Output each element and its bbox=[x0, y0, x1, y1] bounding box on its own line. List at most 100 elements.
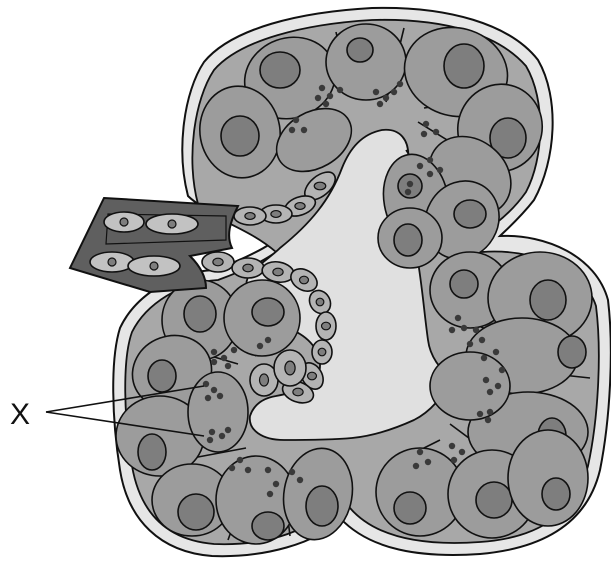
granule bbox=[245, 467, 251, 473]
granule bbox=[455, 315, 461, 321]
granule bbox=[225, 363, 231, 369]
cell-nucleus bbox=[530, 280, 566, 320]
granule bbox=[487, 409, 493, 415]
granule bbox=[205, 395, 211, 401]
granule bbox=[327, 93, 333, 99]
cell-nucleus bbox=[542, 478, 570, 510]
granule bbox=[337, 87, 343, 93]
granule bbox=[427, 171, 433, 177]
granule bbox=[459, 449, 465, 455]
granule bbox=[487, 389, 493, 395]
cell-nucleus bbox=[252, 512, 284, 540]
cell-nucleus bbox=[450, 270, 478, 298]
granule bbox=[397, 81, 403, 87]
cell-nucleus bbox=[306, 486, 338, 526]
granule bbox=[451, 457, 457, 463]
granule bbox=[421, 131, 427, 137]
granule bbox=[319, 85, 325, 91]
secretory-cell bbox=[508, 430, 588, 526]
cell-nucleus bbox=[260, 52, 300, 88]
cell-nucleus bbox=[184, 296, 216, 332]
granule bbox=[267, 491, 273, 497]
cell-nucleus bbox=[444, 44, 484, 88]
granule bbox=[221, 355, 227, 361]
granule bbox=[373, 89, 379, 95]
intercalated-nucleus bbox=[273, 268, 283, 276]
granule bbox=[225, 427, 231, 433]
cell-nucleus bbox=[347, 38, 373, 62]
cell-nucleus bbox=[476, 482, 512, 518]
granule bbox=[495, 383, 501, 389]
granule bbox=[217, 393, 223, 399]
intercalated-nucleus bbox=[300, 276, 309, 284]
cell-nucleus bbox=[394, 224, 422, 256]
intercalated-nucleus bbox=[213, 258, 223, 266]
granule bbox=[273, 481, 279, 487]
granule bbox=[477, 411, 483, 417]
granule bbox=[417, 449, 423, 455]
granule bbox=[499, 367, 505, 373]
granule bbox=[391, 89, 397, 95]
granule bbox=[297, 477, 303, 483]
cell-nucleus bbox=[138, 434, 166, 470]
cell-nucleus bbox=[148, 360, 176, 392]
granule bbox=[209, 429, 215, 435]
cell-nucleus bbox=[454, 200, 486, 228]
granule bbox=[423, 121, 429, 127]
intercalated-nucleus bbox=[271, 211, 281, 218]
granule bbox=[315, 95, 321, 101]
granule bbox=[473, 327, 479, 333]
granule bbox=[289, 127, 295, 133]
granule bbox=[229, 465, 235, 471]
duct-cell-nucleus bbox=[150, 262, 158, 270]
intercalated-nucleus bbox=[308, 372, 317, 380]
intercalated-nucleus bbox=[243, 264, 253, 272]
intercalated-nucleus bbox=[318, 348, 326, 356]
intercalated-nucleus bbox=[316, 298, 324, 306]
granule bbox=[407, 181, 413, 187]
granule bbox=[413, 463, 419, 469]
intercalated-nucleus bbox=[295, 203, 305, 210]
label-x: X bbox=[10, 398, 30, 431]
duct-cell-nucleus bbox=[120, 218, 128, 226]
granule bbox=[257, 343, 263, 349]
granule bbox=[301, 127, 307, 133]
secretory-cell bbox=[188, 372, 248, 452]
intercalated-nucleus bbox=[293, 388, 303, 396]
granule bbox=[293, 117, 299, 123]
cell-body bbox=[508, 430, 588, 526]
granule bbox=[265, 337, 271, 343]
granule bbox=[437, 167, 443, 173]
granule bbox=[467, 341, 473, 347]
duct-cell-nucleus bbox=[168, 220, 176, 228]
granule bbox=[483, 377, 489, 383]
granule bbox=[211, 359, 217, 365]
granule bbox=[449, 327, 455, 333]
cell-nucleus bbox=[394, 492, 426, 524]
granule bbox=[433, 129, 439, 135]
granule bbox=[289, 469, 295, 475]
granule bbox=[417, 163, 423, 169]
granule bbox=[323, 101, 329, 107]
intercalated-nucleus bbox=[245, 213, 255, 220]
granule bbox=[481, 355, 487, 361]
cell-nucleus bbox=[221, 116, 259, 156]
cell-nucleus bbox=[178, 494, 214, 530]
cell-body bbox=[188, 372, 248, 452]
granule bbox=[265, 467, 271, 473]
granule bbox=[211, 349, 217, 355]
granule bbox=[207, 437, 213, 443]
granule bbox=[485, 417, 491, 423]
cell-nucleus bbox=[558, 336, 586, 368]
intercalated-nucleus bbox=[260, 374, 269, 386]
intercalated-nucleus bbox=[314, 182, 326, 190]
duct-cell-nucleus bbox=[108, 258, 116, 266]
intercalated-nucleus bbox=[285, 361, 295, 375]
granule bbox=[231, 347, 237, 353]
granule bbox=[405, 189, 411, 195]
granule bbox=[479, 337, 485, 343]
granule bbox=[219, 433, 225, 439]
granule bbox=[461, 325, 467, 331]
granule bbox=[211, 387, 217, 393]
